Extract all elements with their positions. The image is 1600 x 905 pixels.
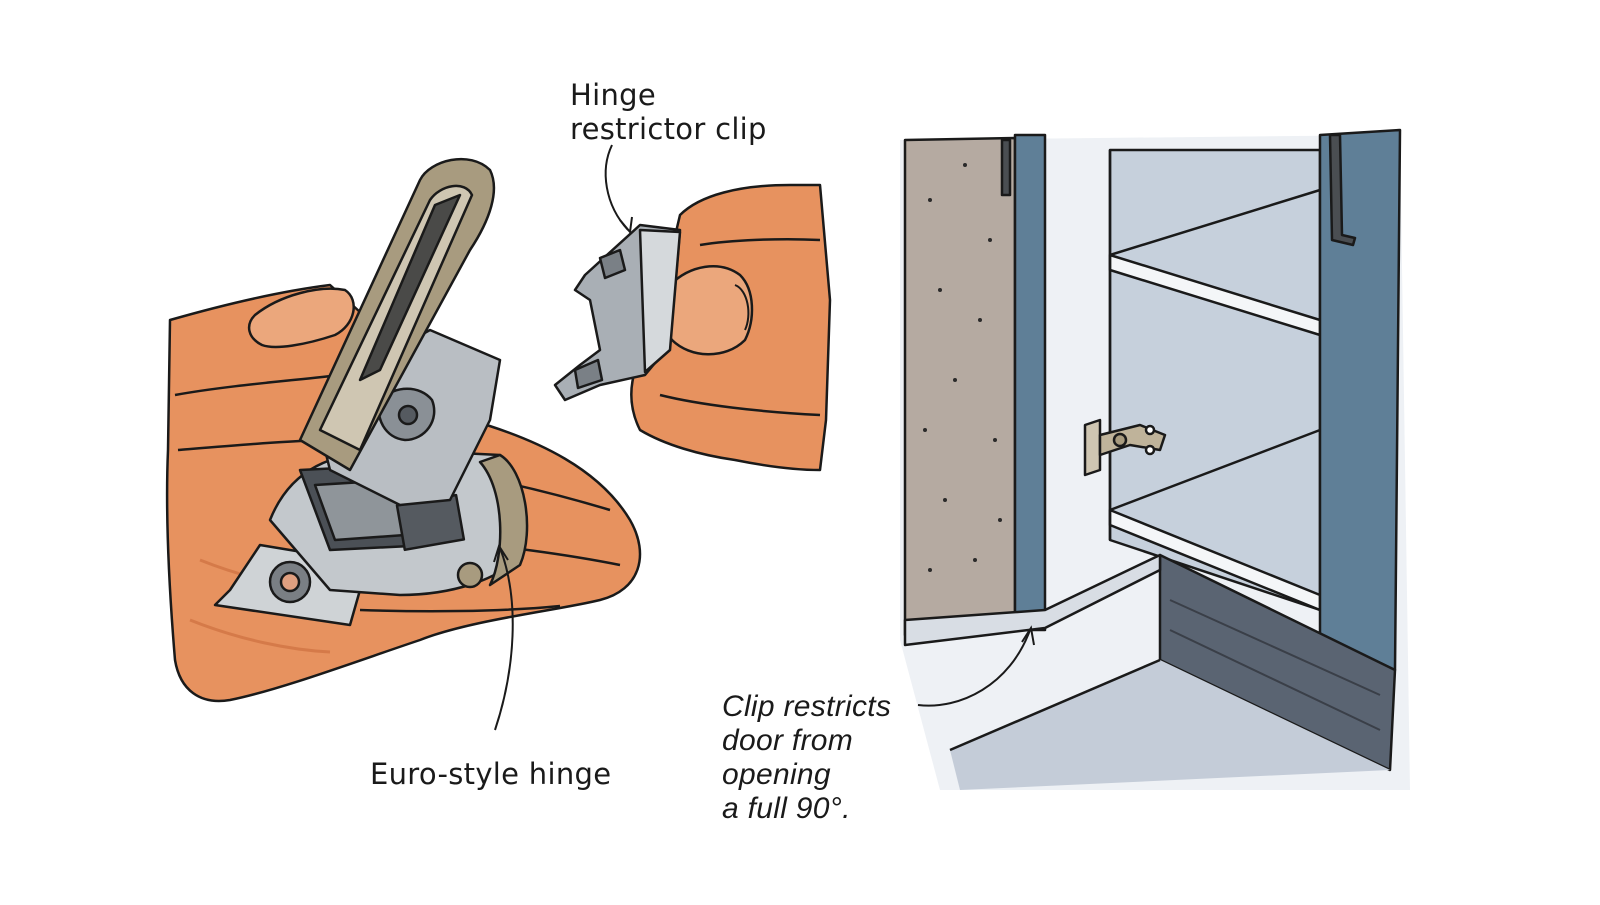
clip-label-arrow [604,144,629,231]
clip-note-label: Clip restricts door from opening a full … [722,690,891,826]
restrictor-clip-label: Hinge restrictor clip [570,78,767,146]
clip-note-line2: door from [722,724,854,757]
right-hand [630,183,832,472]
clip-note-line3: opening [722,758,831,791]
hinge-label-arrow [494,547,514,731]
restrictor-clip [553,223,682,402]
clip-note-line4: a full 90°. [722,792,851,825]
restrictor-clip-label-line1: Hinge [570,78,656,112]
euro-hinge [213,157,529,627]
note-label-arrow [917,629,1031,707]
euro-hinge-label-text: Euro-style hinge [370,757,612,791]
euro-hinge-label: Euro-style hinge [370,757,611,791]
cabinet [900,128,1410,790]
clip-note-line1: Clip restricts [722,690,892,723]
restrictor-clip-label-line2: restrictor clip [570,112,767,146]
